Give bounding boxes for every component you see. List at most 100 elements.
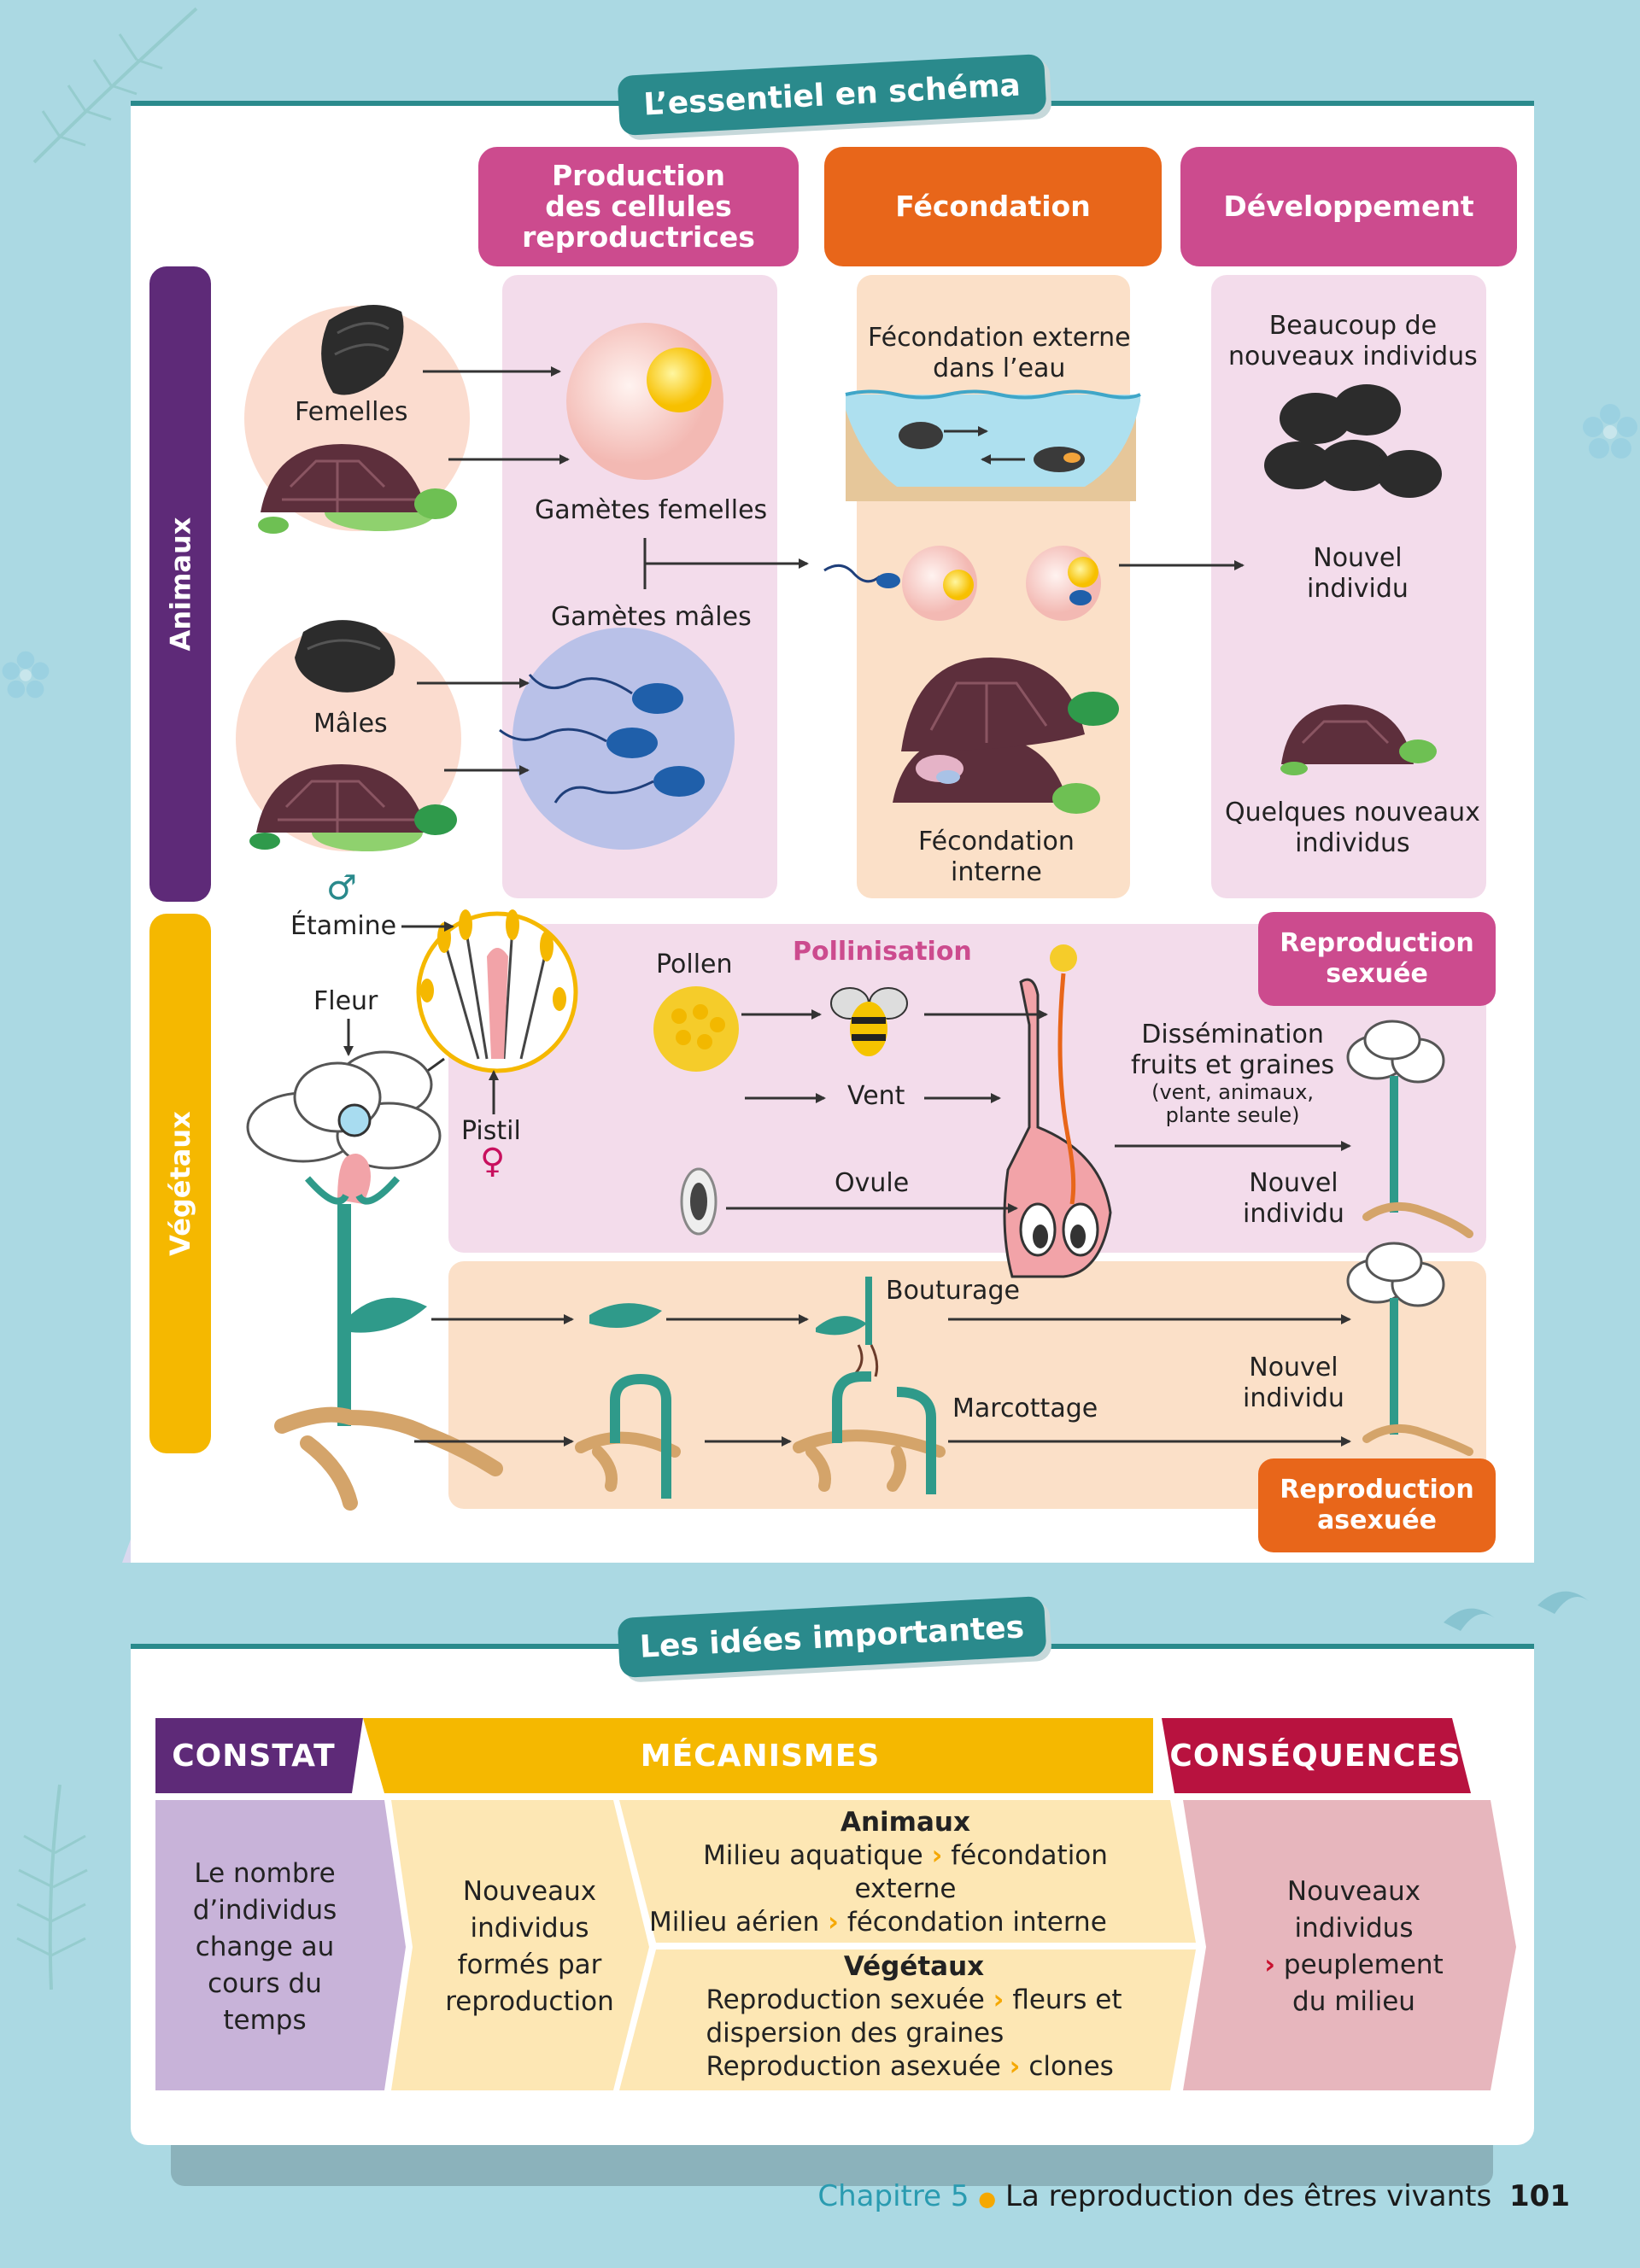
peuplement: peuplement: [1283, 1949, 1444, 1980]
label-vent: Vent: [847, 1081, 905, 1111]
label-line: Nouvel: [1249, 1353, 1338, 1382]
label-bouturage: Bouturage: [886, 1276, 1020, 1306]
constat-line: Le nombre: [194, 1857, 336, 1889]
label-quelques-individus: Quelques nouveaux individus: [1225, 798, 1480, 859]
label-line: Quelques nouveaux: [1225, 798, 1480, 827]
header-consequences: CONSÉQUENCES: [1169, 1738, 1461, 1774]
label-pistil: Pistil: [461, 1116, 521, 1146]
mussel-icon: [1034, 447, 1085, 472]
label-beaucoup-individus: Beaucoup de nouveaux individus: [1228, 311, 1478, 372]
page-number: 101: [1509, 2179, 1570, 2213]
tag-reproduction-asexuee: Reproduction asexuée: [1258, 1458, 1496, 1552]
header-fecondation: Fécondation: [824, 147, 1162, 266]
turtle-icon: [258, 444, 457, 534]
header-constat: CONSTAT: [172, 1738, 336, 1774]
consequences-line: › peuplement: [1264, 1947, 1443, 1984]
mecanismes-line: formés par: [457, 1949, 602, 1980]
constat-line: change au: [195, 1931, 335, 1962]
label-line: (vent, animaux,: [1151, 1080, 1315, 1104]
constat-line: d’individus: [192, 1894, 337, 1926]
chevron-right-icon: ›: [1009, 2051, 1021, 2082]
constat-box: [155, 1800, 406, 2090]
tag-line: Reproduction: [1280, 928, 1474, 958]
label-line: Fécondation: [918, 827, 1075, 856]
label-pollinisation: Pollinisation: [793, 937, 972, 967]
label-line: individu: [1243, 1383, 1344, 1413]
constat-text: Le nombre d’individus change au cours du…: [162, 1819, 367, 2075]
constat-line: temps: [223, 2004, 307, 2036]
label-line: individu: [1307, 574, 1409, 604]
bee-icon: [830, 987, 908, 1056]
milieu-aerien: Milieu aérien: [649, 1907, 820, 1938]
mussel-icon: [321, 305, 404, 395]
egg-icon: [902, 546, 977, 621]
vegetaux-line-3: Reproduction asexuée › clones: [706, 2050, 1122, 2084]
sperm-icon: [876, 573, 900, 588]
mating-turtles-icon: [893, 658, 1119, 814]
label-line: individus: [1295, 828, 1410, 858]
label-ovule: Ovule: [835, 1168, 910, 1198]
label-males: Mâles: [313, 709, 388, 739]
bird-decoration-icon: [1444, 1591, 1589, 1631]
mecanismes-line: Nouveaux: [462, 1876, 597, 1907]
label-line: nouveaux individus: [1228, 342, 1478, 371]
pollen-icon: [653, 986, 739, 1072]
flower-icon: [246, 1050, 503, 1511]
flower-decoration-icon: [2, 651, 50, 699]
nucleus-icon: [647, 348, 712, 412]
header-production-line: des cellules: [545, 190, 732, 223]
tag-reproduction-sexuee: Reproduction sexuée: [1258, 912, 1496, 1006]
card-shadow: [171, 2143, 1493, 2186]
header-developpement: Développement: [1180, 147, 1517, 266]
constat-line: cours du: [208, 1967, 322, 1999]
chevron-right-icon: ›: [993, 1984, 1004, 2015]
chevron-right-icon: ›: [931, 1840, 943, 1871]
label-nouvel-individu-plant: Nouvel individu: [1243, 1168, 1344, 1230]
page-footer: Chapitre 5 ● La reproduction des êtres v…: [817, 2179, 1570, 2213]
mecanismes-left-text: Nouveaux individus formés par reproducti…: [427, 1836, 632, 2058]
mussel-icon: [295, 620, 395, 693]
label-line: plante seule): [1165, 1103, 1300, 1127]
label-gametes-males: Gamètes mâles: [551, 602, 752, 632]
young-plant-icon: [1346, 1020, 1473, 1238]
turtle-icon: [1280, 704, 1437, 775]
consequences-line: individus: [1294, 1913, 1414, 1944]
label-etamine: Étamine: [290, 911, 397, 941]
stamen-closeup-icon: [420, 909, 566, 1060]
chevron-right-icon: ›: [828, 1907, 839, 1938]
side-label-animaux: Animaux: [149, 266, 211, 902]
footer-title: La reproduction des êtres vivants: [1005, 2179, 1492, 2213]
header-production-line: Production: [551, 159, 726, 192]
animaux-line-2: Milieu aérien › fécondation interne: [649, 1906, 1162, 1939]
consequences-text: Nouveaux individus › peuplement du milie…: [1221, 1836, 1486, 2058]
male-symbol-icon: ♂: [326, 868, 357, 908]
consequences-line: du milieu: [1292, 1986, 1415, 2017]
vegetaux-line-2: dispersion des graines: [706, 2018, 1004, 2049]
label-femelles: Femelles: [295, 397, 408, 427]
vegetaux-box: [619, 1949, 1196, 2090]
sperm-icon: [606, 683, 705, 797]
animaux-box: [619, 1800, 1196, 1943]
label-nouvel-individu-animal: Nouvel individu: [1307, 543, 1409, 605]
turtle-icon: [249, 764, 457, 851]
label-marcottage: Marcottage: [952, 1394, 1098, 1423]
animaux-text: Animaux Milieu aquatique › fécondation e…: [649, 1807, 1162, 1939]
label-fecondation-externe: Fécondation externe dans l’eau: [868, 323, 1131, 384]
tag-line: asexuée: [1317, 1505, 1437, 1535]
mecanismes-box-left: [391, 1800, 649, 2090]
label-nouvel-individu-clone: Nouvel individu: [1243, 1353, 1344, 1414]
side-label-vegetaux: Végétaux: [149, 914, 211, 1453]
constat-header-bg: [155, 1718, 363, 1793]
label-fleur: Fleur: [313, 986, 378, 1016]
label-line: Beaucoup de: [1268, 311, 1438, 341]
pistil-icon: [1003, 944, 1112, 1278]
consequences-line: Nouveaux: [1286, 1876, 1421, 1907]
label-dissemination: Dissémination fruits et graines (vent, a…: [1131, 1020, 1334, 1127]
consequences-box: [1183, 1800, 1516, 2090]
header-mecanismes: MÉCANISMES: [640, 1738, 881, 1774]
fern-decoration-icon: [32, 7, 198, 164]
mecanismes-header-bg: [363, 1718, 1153, 1793]
label-line: interne: [950, 857, 1042, 887]
